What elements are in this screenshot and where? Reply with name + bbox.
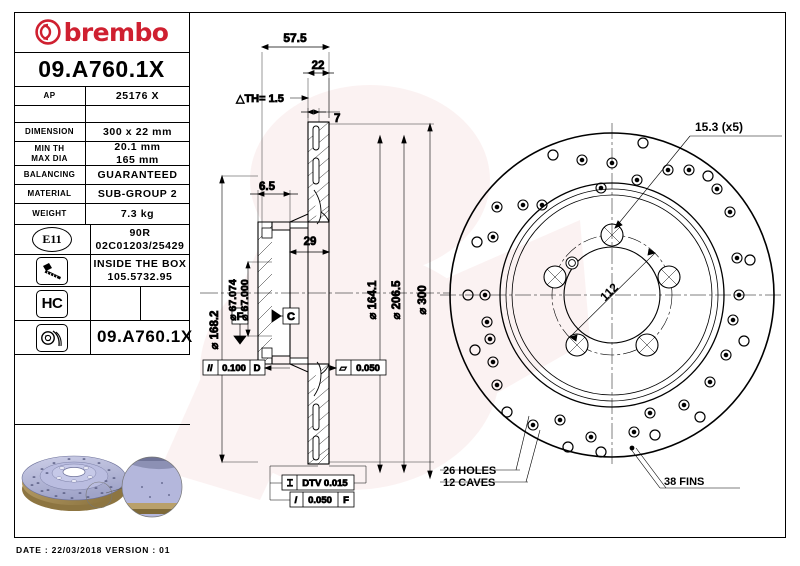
- row-value: 09.A760.1X: [97, 327, 193, 347]
- table-row-dimension: DIMENSION 300 x 22 mm: [14, 123, 189, 142]
- row-label: [14, 106, 86, 122]
- table-row-material: MATERIAL SUB-GROUP 2: [14, 185, 189, 204]
- row-label: DIMENSION: [14, 123, 86, 141]
- table-row-marking: 09.A760.1X: [14, 321, 192, 355]
- row-value: SUB-GROUP 2: [97, 187, 178, 200]
- row-value: 25176 X: [115, 89, 160, 102]
- row-value-line1: 20.1 mm: [114, 140, 161, 153]
- row-label: MATERIAL: [14, 185, 86, 203]
- row-value: INSIDE THE BOX 105.5732.95: [91, 255, 189, 286]
- hardware-line2: 105.5732.95: [107, 270, 173, 283]
- product-photos: [14, 424, 190, 538]
- row-value-line2: 165 mm: [116, 153, 159, 166]
- disc-3d-views: [21, 455, 183, 518]
- row-value: 90R 02C01203/25429: [91, 225, 189, 254]
- bolt-glyph-icon: [43, 262, 61, 279]
- row-label-line1: MIN TH: [34, 144, 65, 154]
- row-label: BALANCING: [14, 166, 86, 184]
- row-value: [86, 106, 189, 122]
- homologation-line2: 02C01203/25429: [95, 239, 185, 252]
- table-row-min-th-max-dia: MIN TH MAX DIA 20.1 mm 165 mm: [14, 140, 189, 166]
- hardware-line1: INSIDE THE BOX: [93, 257, 187, 270]
- row-label-line2: MAX DIA: [31, 153, 68, 163]
- table-row-ap: AP 25176 X: [14, 87, 189, 106]
- disc-marking-icon: [14, 321, 91, 354]
- title-block-table: brembo 09.A760.1X AP 25176 X DIMENSION 3…: [14, 12, 192, 355]
- table-row-balancing: BALANCING GUARANTEED: [14, 166, 189, 185]
- row-label: MIN TH MAX DIA: [14, 142, 86, 165]
- hc-empty-cell-2: [141, 287, 190, 320]
- part-number-value: 09.A760.1X: [38, 56, 165, 82]
- brembo-mark-icon: [34, 19, 61, 45]
- row-label: AP: [14, 87, 86, 105]
- homologation-line1: 90R: [129, 226, 151, 239]
- hc-empty-cell-1: [91, 287, 141, 320]
- row-value: GUARANTEED: [97, 168, 178, 181]
- disc-glyph-icon: [41, 329, 62, 346]
- brembo-wordmark: brembo: [63, 17, 169, 47]
- table-row-hc: HC: [14, 287, 189, 321]
- row-value: 20.1 mm 165 mm: [86, 140, 189, 166]
- disc-main-render: [21, 455, 127, 511]
- row-label: WEIGHT: [14, 204, 86, 224]
- sheet-footer-date: DATE : 22/03/2018 VERSION : 01: [16, 545, 171, 555]
- table-row-hardware: INSIDE THE BOX 105.5732.95: [14, 255, 189, 287]
- drawing-frame: [14, 12, 786, 538]
- table-row-blank: [14, 106, 189, 123]
- table-row-homologation: E11 90R 02C01203/25429: [14, 225, 189, 255]
- hc-label: HC: [41, 295, 63, 312]
- e11-label: E11: [32, 227, 72, 252]
- row-value: 7.3 kg: [120, 207, 155, 220]
- hc-badge-icon: HC: [14, 287, 91, 320]
- e11-circle-icon: E11: [14, 225, 91, 254]
- table-row-weight: WEIGHT 7.3 kg: [14, 204, 189, 225]
- part-number-header: 09.A760.1X: [14, 53, 189, 87]
- disc-detail-render: [122, 457, 182, 517]
- bolt-icon: [14, 255, 91, 286]
- brembo-logo: brembo: [14, 12, 189, 53]
- row-value: 300 x 22 mm: [102, 125, 173, 138]
